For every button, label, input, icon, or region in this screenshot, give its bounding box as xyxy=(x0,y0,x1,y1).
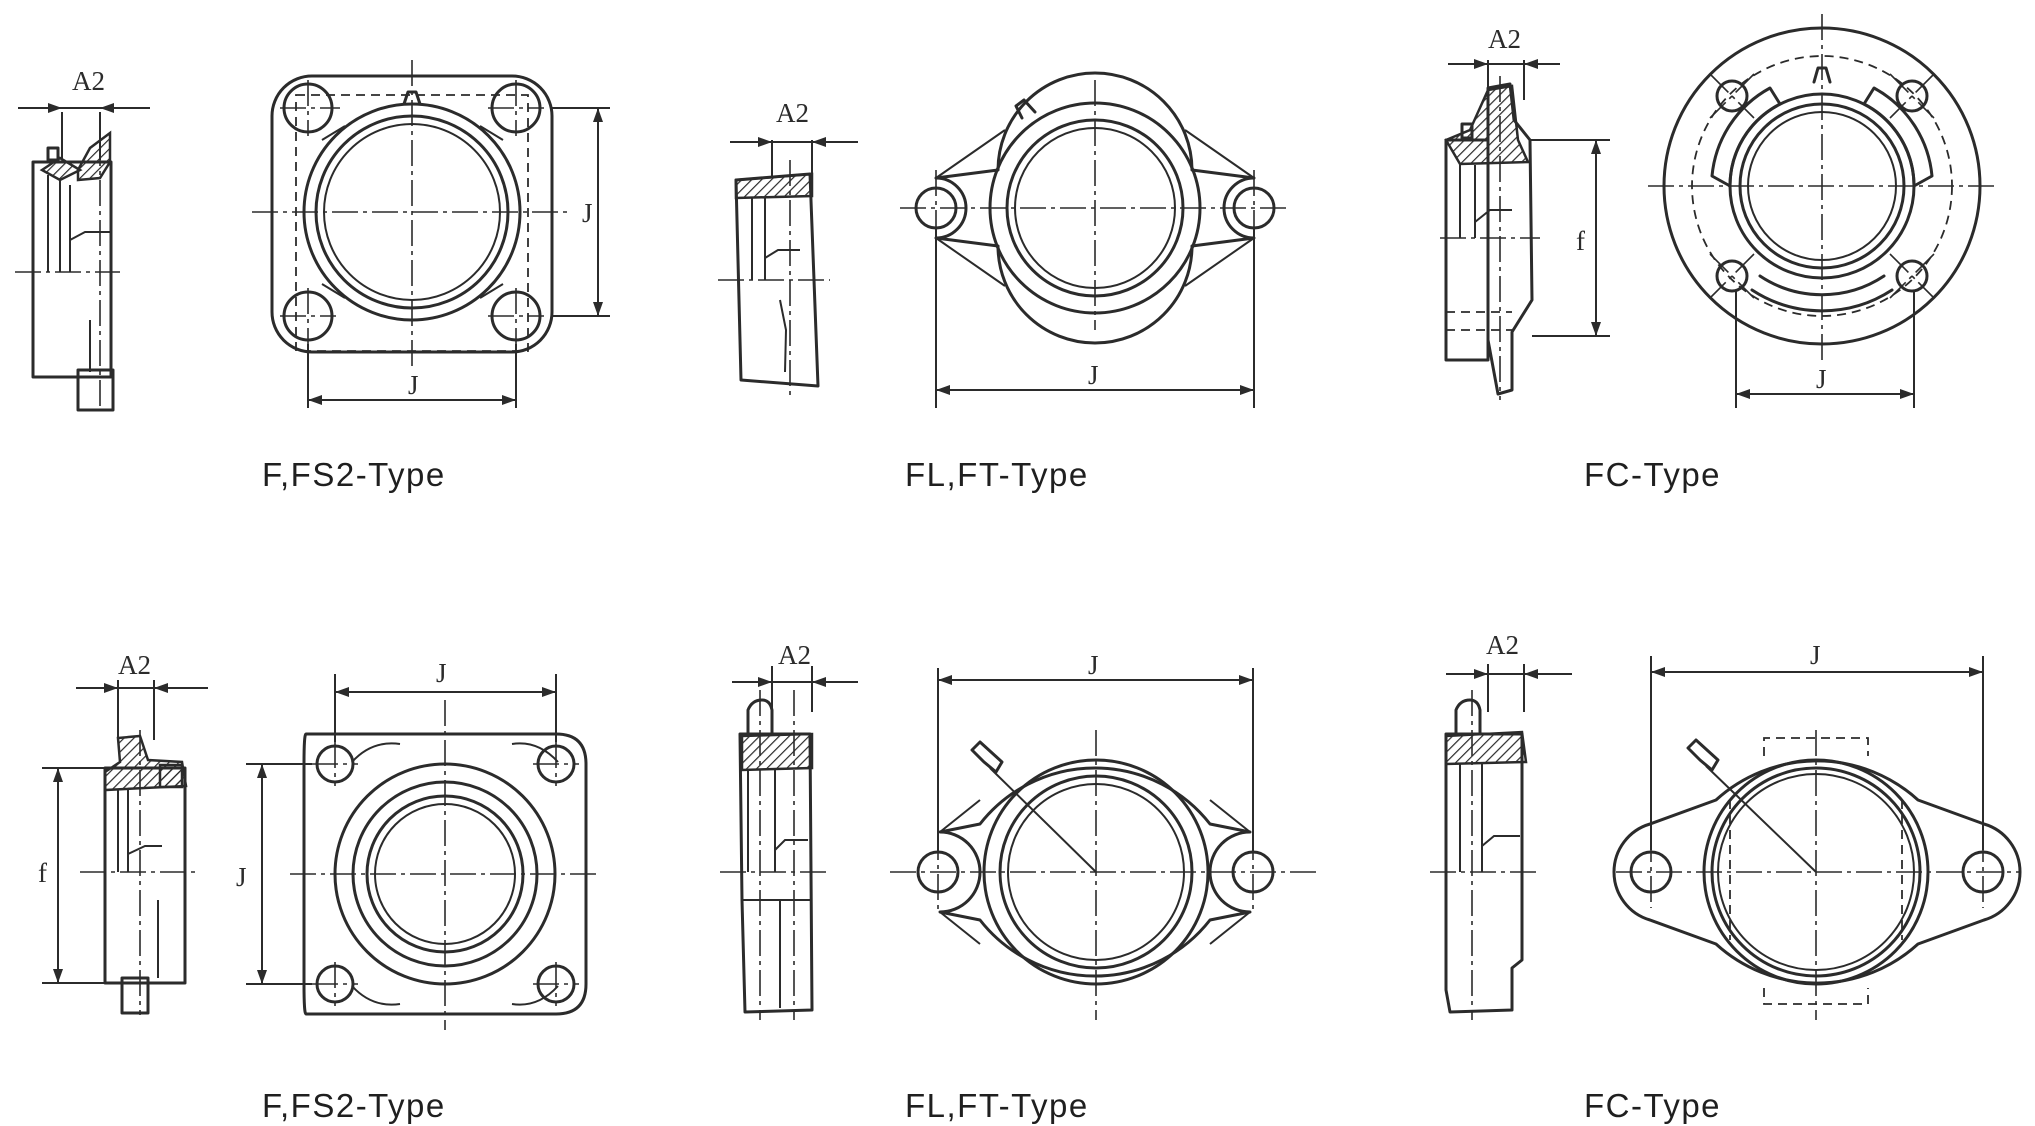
caption-f-fs2-type-top: F,FS2-Type xyxy=(262,456,446,493)
dimension-a2-top-right: A2 xyxy=(1448,24,1560,100)
front-view-fl-ft-bottom xyxy=(890,730,1320,1020)
caption-fc-type-top: FC-Type xyxy=(1584,456,1721,493)
label-f: f xyxy=(1576,226,1585,256)
label-j: J xyxy=(1816,364,1827,394)
label-j: J xyxy=(1088,650,1099,680)
label-a2: A2 xyxy=(778,640,811,670)
side-view-f-fs2-top xyxy=(15,130,120,412)
dimension-j-top-right: J xyxy=(1735,290,1915,408)
caption-f-fs2-type-bottom: F,FS2-Type xyxy=(262,1087,446,1124)
dimension-a2-bottom-middle: A2 xyxy=(732,640,858,712)
front-view-fc-top xyxy=(1648,14,1996,360)
label-j: J xyxy=(1088,360,1099,390)
caption-fc-type-bottom: FC-Type xyxy=(1584,1087,1721,1124)
label-j: J xyxy=(436,658,447,688)
side-view-fc-top xyxy=(1440,76,1540,400)
side-view-f-fs2-bottom xyxy=(80,730,200,1015)
label-a2: A2 xyxy=(1486,630,1519,660)
side-view-fl-ft-top xyxy=(718,160,830,395)
label-a2: A2 xyxy=(118,650,151,680)
label-f: f xyxy=(38,858,47,888)
side-view-fl-ft-bottom xyxy=(720,690,830,1020)
dimension-j-bottom-middle: J xyxy=(937,650,1254,852)
dimension-f-bottom-left: f xyxy=(38,767,104,984)
front-view-fl-ft-top xyxy=(900,71,1290,345)
label-j: J xyxy=(1810,640,1821,670)
dimension-a2-bottom-left: A2 xyxy=(76,650,208,740)
front-view-f-fs2-bottom xyxy=(290,700,600,1030)
label-a2: A2 xyxy=(1488,24,1521,54)
dimension-f-top-right: f xyxy=(1530,139,1610,337)
side-view-fc-bottom xyxy=(1430,690,1540,1020)
dimension-j-top-left: J J xyxy=(307,107,610,408)
front-view-f-fs2-top xyxy=(252,60,570,370)
caption-fl-ft-type-bottom: FL,FT-Type xyxy=(905,1087,1089,1124)
front-view-fc-bottom xyxy=(1612,730,2022,1020)
label-j: J xyxy=(582,198,593,228)
caption-fl-ft-type-top: FL,FT-Type xyxy=(905,456,1089,493)
label-j: J xyxy=(236,862,247,892)
label-j: J xyxy=(408,370,419,400)
label-a2: A2 xyxy=(72,66,105,96)
label-a2: A2 xyxy=(776,98,809,128)
dimension-a2-top-middle: A2 xyxy=(730,98,858,178)
dimension-j-bottom-left: J J xyxy=(236,658,557,985)
dimension-j-top-middle: J xyxy=(935,228,1255,408)
dimension-a2-top-left: A2 xyxy=(18,66,150,160)
dimension-a2-bottom-right: A2 xyxy=(1446,630,1572,712)
dimension-j-bottom-right: J xyxy=(1650,640,1984,850)
